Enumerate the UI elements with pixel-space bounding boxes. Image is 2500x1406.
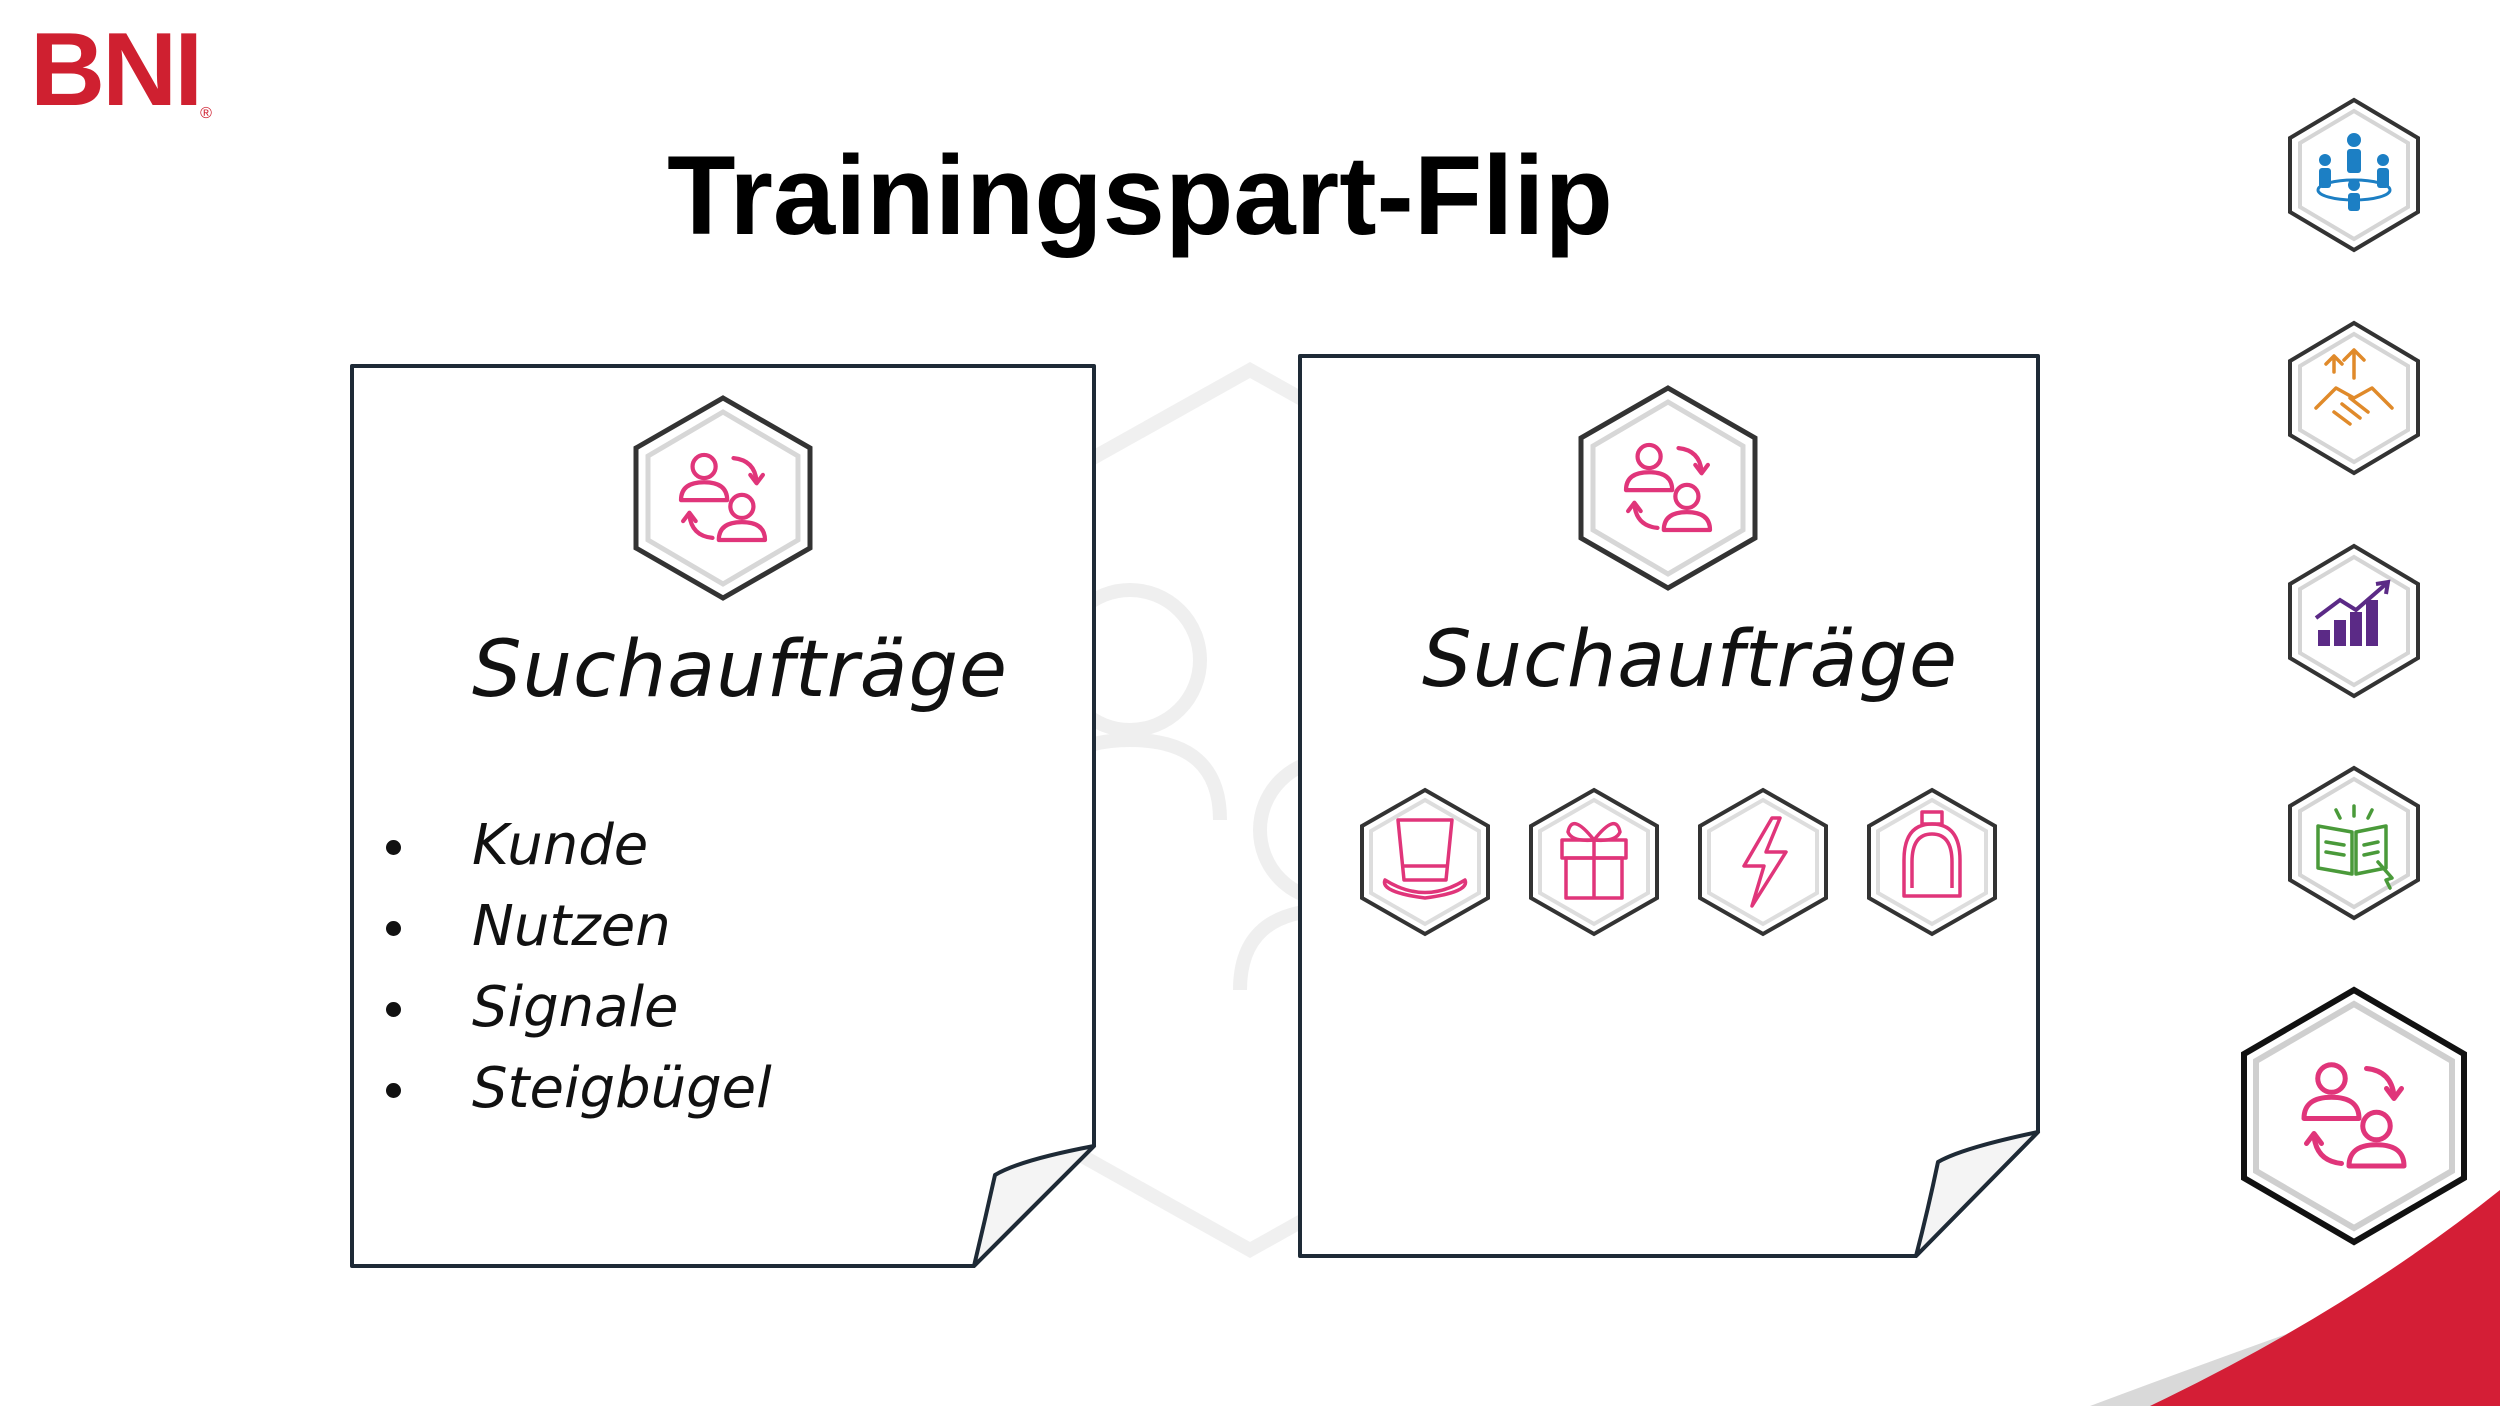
bullet-dot [386,1083,401,1098]
page-title: Trainingspart-Flip [667,133,1613,258]
card-2-title: Suchaufträge [1422,615,1958,705]
gift-icon [1529,787,1659,937]
card-2-paper [1298,354,2040,1258]
bullet-text: Nutzen [472,894,671,959]
card-1-paper [350,364,1096,1268]
side-nav-network-people-icon[interactable] [2288,97,2420,253]
bni-logo-text: BNI [30,12,203,128]
bullet-dot [386,921,401,936]
corner-swoosh [2090,1190,2500,1406]
bni-logo: BNI® [30,18,212,122]
bullet-text: Steigbügel [472,1056,772,1121]
card-2-referral-icon [1578,385,1758,591]
bni-logo-registered-mark: ® [200,105,212,122]
side-nav-growth-chart-icon[interactable] [2288,543,2420,699]
side-nav-handshake-icon[interactable] [2288,320,2420,476]
list-item: Kunde [380,805,772,886]
bullet-dot [386,1002,401,1017]
lightning-icon [1698,787,1828,937]
bullet-text: Kunde [472,813,649,878]
list-item: Signale [380,967,772,1048]
side-nav-open-book-icon[interactable] [2288,765,2420,921]
list-item: Steigbügel [380,1048,772,1129]
side-nav-referral-exchange-icon-active[interactable] [2241,986,2467,1246]
card-1-referral-icon [633,395,813,601]
stirrup-icon [1867,787,1997,937]
card-1-title: Suchaufträge [472,625,1008,715]
card-1-bullet-list: Kunde Nutzen Signale Steigbügel [380,805,772,1129]
list-item: Nutzen [380,886,772,967]
top-hat-icon [1360,787,1490,937]
bullet-dot [386,840,401,855]
bullet-text: Signale [472,975,679,1040]
